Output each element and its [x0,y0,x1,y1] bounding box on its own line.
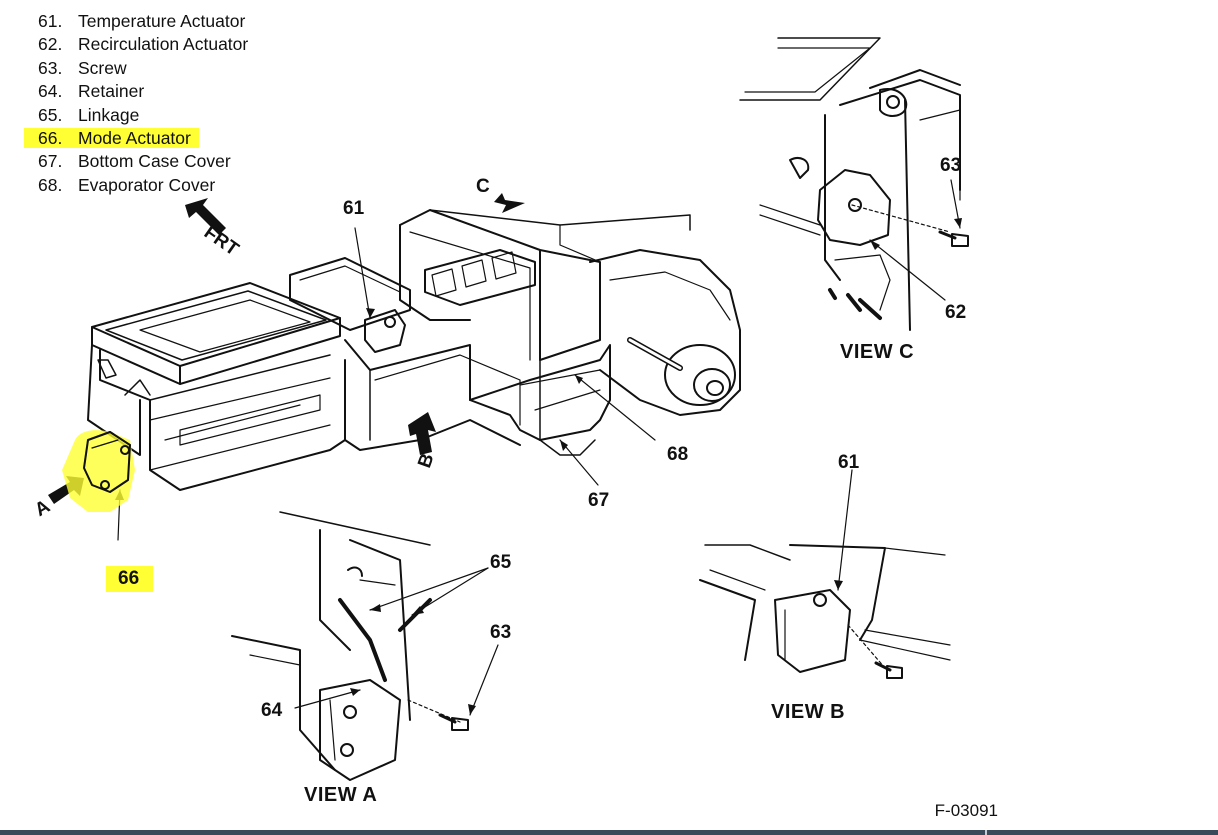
callout-65: 65 [490,552,512,573]
legend-text: Screw [78,57,127,78]
legend-item-62: 62. Recirculation Actuator [38,33,248,56]
view-b-drawing [699,469,951,679]
legend-item-64: 64. Retainer [38,80,248,103]
mode-actuator-outline [83,431,131,493]
legend-num: 67. [38,151,63,172]
main-leader-lines [117,227,656,541]
callout-61-view-b: 61 [838,452,860,473]
callout-64: 64 [261,700,283,721]
bottom-border-bar [0,830,1218,835]
legend-num: 65. [38,104,63,125]
parts-legend: 61. Temperature Actuator 62. Recirculation… [24,10,248,197]
callout-63-view-c: 63 [940,155,962,176]
legend-num: 61. [38,11,63,31]
view-b-title: VIEW B [771,701,846,723]
legend-item-66-highlighted: 66. Mode Actuator [24,127,248,150]
legend-text: Bottom Case Cover [78,151,231,172]
view-c-title: VIEW C [840,341,915,363]
legend-text: Retainer [78,81,145,102]
view-a-title: VIEW A [304,784,378,806]
arrow-c-label: C [476,176,490,197]
callout-68: 68 [667,444,689,465]
figure-id: F-03091 [934,801,998,820]
mode-actuator-highlight [62,430,135,512]
bottom-border-divider [985,830,987,835]
legend-num: 63. [38,57,63,78]
legend-item-63: 63. Screw [38,57,248,80]
legend-item-67: 67. Bottom Case Cover [38,150,248,173]
legend-num: 66. [38,128,63,149]
legend-item-65: 65. Linkage [38,104,248,127]
view-c-drawing [739,37,969,331]
view-a-drawing [231,511,499,781]
legend-num: 62. [38,34,63,55]
legend-num: 68. [38,174,63,195]
callout-62: 62 [945,302,967,323]
highlight-marker: 66. Mode Actuator [24,128,199,149]
hvac-case-assembly [83,209,741,493]
legend-text: Mode Actuator [78,128,191,149]
legend-text: Recirculation Actuator [78,34,249,55]
legend-num: 64. [38,81,63,102]
legend-text: Evaporator Cover [78,174,216,195]
legend-text: Linkage [78,104,140,125]
callout-66-highlighted: 66 [106,566,154,592]
legend-text: Temperature Actuator [78,11,246,31]
callout-63-view-a: 63 [490,622,512,643]
legend-item-61: 61. Temperature Actuator [38,10,248,33]
callout-67: 67 [588,490,610,511]
legend-item-68: 68. Evaporator Cover [38,174,248,197]
callout-61-main: 61 [343,198,365,219]
